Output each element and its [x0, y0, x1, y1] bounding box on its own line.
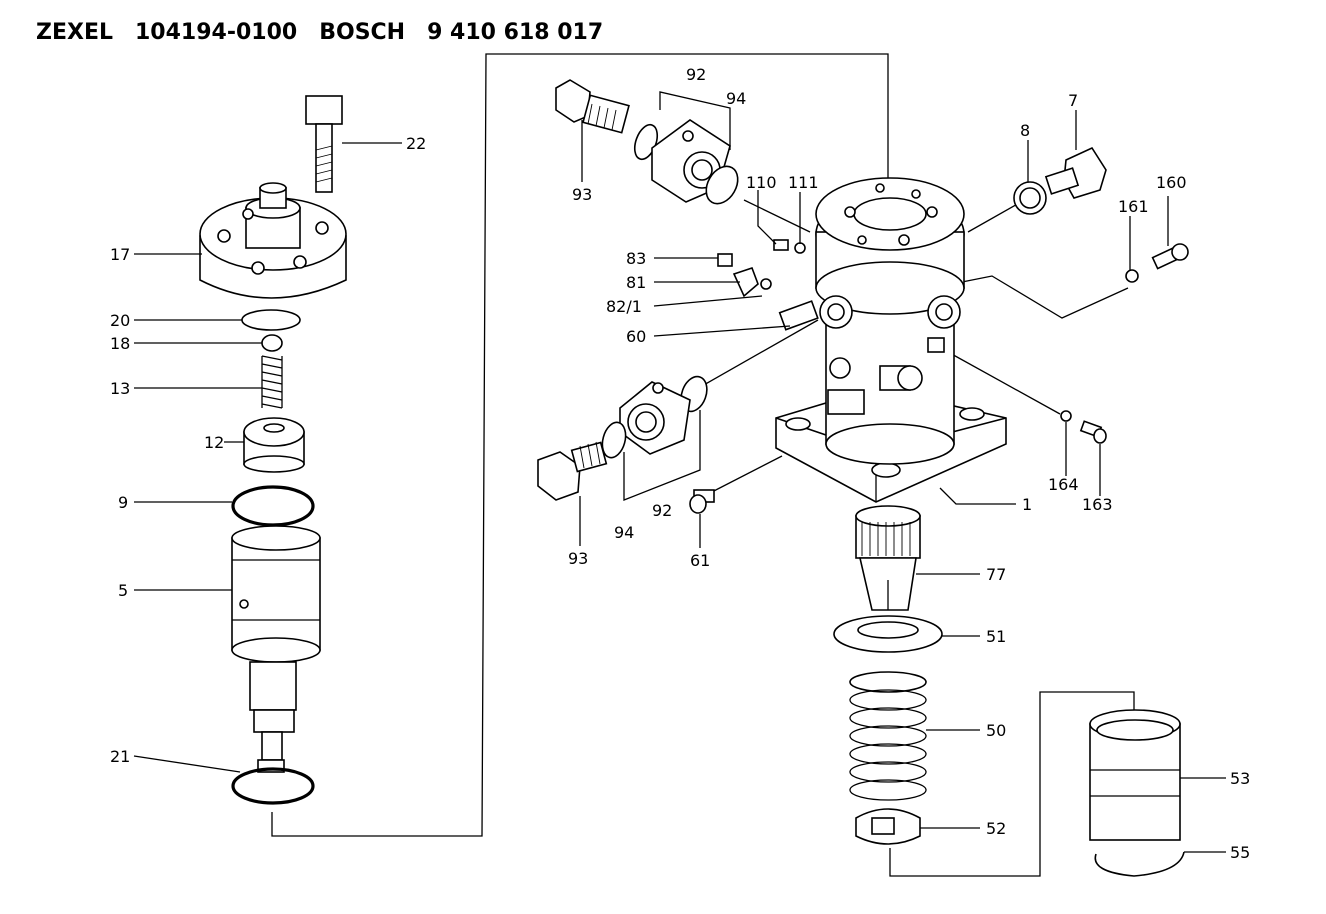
plug-7 [1044, 146, 1107, 199]
callout-labels: 22 17 20 18 13 12 9 5 21 92 94 93 110 11… [110, 65, 1250, 862]
callout-53: 53 [1230, 769, 1250, 788]
fitting-110 [773, 239, 789, 251]
oem-label: BOSCH [319, 20, 406, 45]
callout-7: 7 [1068, 91, 1078, 110]
screw-83 [717, 253, 733, 267]
callout-94-top: 94 [726, 89, 746, 108]
o-ring-21 [231, 767, 315, 805]
callout-160: 160 [1156, 173, 1187, 192]
diagram-header: ZEXEL 104194-0100 BOSCH 9 410 618 017 [36, 20, 625, 45]
callout-5: 5 [118, 581, 128, 600]
callout-20: 20 [110, 311, 130, 330]
callout-77: 77 [986, 565, 1006, 584]
banjo-bolt-93-top [555, 79, 630, 134]
holder-12 [243, 417, 305, 473]
washer-82-1 [760, 278, 772, 290]
callout-92-top: 92 [686, 65, 706, 84]
callout-51: 51 [986, 627, 1006, 646]
washer-111 [794, 242, 806, 254]
callout-92-bottom: 92 [652, 501, 672, 520]
callout-81: 81 [626, 273, 646, 292]
callout-93-top: 93 [572, 185, 592, 204]
callout-60: 60 [626, 327, 646, 346]
banjo-bolt-93-bottom [537, 441, 608, 501]
snap-ring-55 [1094, 851, 1185, 877]
ring-20 [241, 309, 301, 331]
callout-55: 55 [1230, 843, 1250, 862]
callout-21: 21 [110, 747, 130, 766]
pin-60 [778, 300, 819, 331]
callout-111: 111 [788, 173, 819, 192]
spring-seat-51 [833, 615, 943, 653]
callout-13: 13 [110, 379, 130, 398]
screw-160 [1151, 243, 1189, 270]
control-sleeve-77 [855, 505, 921, 611]
callout-8: 8 [1020, 121, 1030, 140]
callout-61: 61 [690, 551, 710, 570]
washer-161 [1125, 269, 1139, 283]
o-ring-94-top-b [705, 165, 739, 205]
bracket-92-94-bottom [623, 410, 701, 501]
callout-163: 163 [1082, 495, 1113, 514]
leader-lines [133, 110, 1226, 853]
oem-number: 9 410 618 017 [427, 20, 604, 45]
callout-83: 83 [626, 249, 646, 268]
callout-1: 1 [1022, 495, 1032, 514]
pump-housing-1 [775, 177, 1007, 503]
callout-110: 110 [746, 173, 777, 192]
callout-164: 164 [1048, 475, 1079, 494]
washer-164 [1060, 410, 1072, 422]
bolt-22 [305, 95, 343, 193]
callout-50: 50 [986, 721, 1006, 740]
barrel-5 [231, 525, 321, 773]
callout-9: 9 [118, 493, 128, 512]
tappet-53 [1089, 709, 1181, 841]
callout-17: 17 [110, 245, 130, 264]
screw-163 [1079, 420, 1107, 444]
assembly-connector-lines [271, 53, 1135, 877]
spring-seat-52 [855, 808, 921, 845]
o-ring-9 [231, 485, 315, 527]
callout-18: 18 [110, 334, 130, 353]
callout-82-1: 82/1 [606, 297, 642, 316]
brand-label: ZEXEL [36, 20, 113, 45]
callout-22: 22 [406, 134, 426, 153]
o-ring-94-bottom-b [601, 421, 627, 459]
callout-161: 161 [1118, 197, 1149, 216]
ball-18 [261, 334, 283, 352]
flange-cap-17 [199, 182, 347, 299]
part-number: 104194-0100 [135, 20, 298, 45]
callout-94-bottom: 94 [614, 523, 634, 542]
spring-50 [849, 671, 927, 801]
bracket-92-94-top [659, 91, 731, 150]
clip-81 [732, 266, 759, 298]
spring-13 [261, 355, 283, 409]
callout-12: 12 [204, 433, 224, 452]
banjo-92-bottom [619, 381, 691, 455]
callout-52: 52 [986, 819, 1006, 838]
callout-93-bottom: 93 [568, 549, 588, 568]
screw-61 [689, 489, 715, 514]
